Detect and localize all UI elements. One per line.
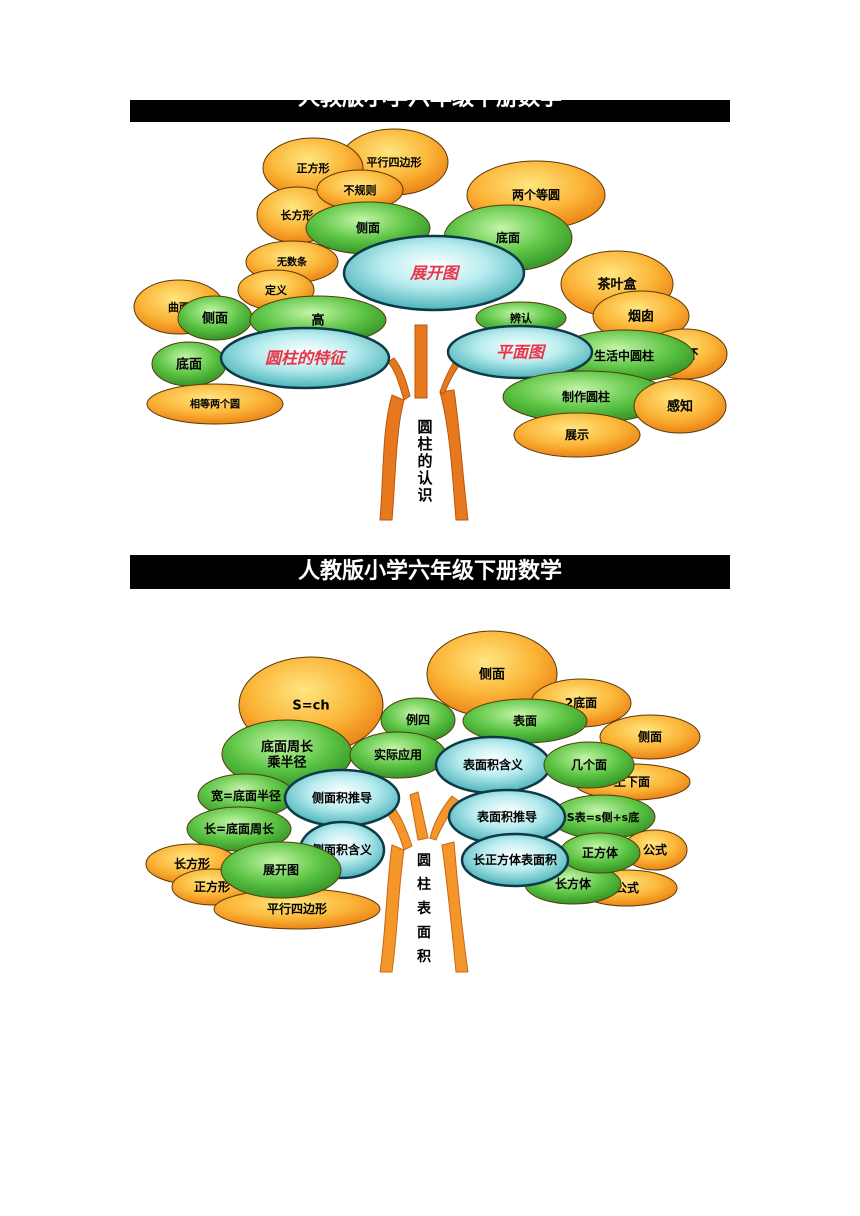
t2-label-few-faces: 几个面 [571,757,607,772]
t1-node-perceive: 感知 [633,378,727,434]
mindmap-tree-cylinder-intro: 平行四边形正方形长方形不规则两个等圆底面侧面无数条定义展开图曲面侧面高底面相等两… [133,128,728,521]
t2-oval-unfold [220,841,342,899]
t1-oval-perceive [633,378,727,434]
trunk-char: 圆 [417,853,431,869]
t2-label-application: 实际应用 [374,747,422,762]
t2-node-surf-derive: 表面积推导 [447,788,567,846]
trunk-char: 圆 [417,418,432,436]
t1-label-equal-circles: 相等两个圆 [190,398,240,411]
t1-node-chimney: 烟囱 [592,290,690,342]
t2-node-side-r: 侧面 [599,714,701,760]
t2-node-parallelogram: 平行四边形 [213,888,381,930]
trunk-char: 柱 [417,435,432,453]
t1-label-square: 正方形 [297,161,330,175]
trunk-char: 识 [417,486,432,504]
t2-label-perim-radius: 底面周长乘半径 [261,739,314,771]
t1-label-tea-box: 茶叶盒 [597,277,637,293]
t1-node-equal-circles: 相等两个圆 [146,383,284,425]
t2-label-example4: 例四 [406,712,430,727]
t2-label-formula1: 公式 [643,842,667,857]
t2-node-cube: 正方体 [559,832,641,874]
trunk-char: 面 [417,925,431,941]
t2-label-meaning: 表面积含义 [462,757,524,772]
t2-node-formula1: 公式 [622,829,688,871]
trunk-char: 的 [417,452,432,470]
t1-node-irregular: 不规则 [316,169,404,211]
trunk-char: 积 [417,948,431,965]
bottom-banner: 人教版小学六年级下册数学 [130,555,730,589]
t1-label-parallelogram: 平行四边形 [367,155,422,169]
t1-label-infinite: 无数条 [276,256,308,269]
t1-node-make: 制作圆柱 [502,370,670,424]
t1-node-base2: 底面 [151,341,227,387]
t1-label-side: 侧面 [356,220,380,235]
tree-trunk [379,324,469,521]
t1-label-identify: 辨认 [510,311,533,325]
t1-label-irregular: 不规则 [344,183,377,197]
t2-node-width-eq: 宽=底面半径 [197,773,295,819]
t2-node-meaning: 表面积含义 [434,735,552,795]
t2-label-unfold: 展开图 [263,863,299,877]
t2-label-cube: 正方体 [582,845,619,860]
t1-node-show: 展示 [513,412,641,458]
t1-label-two-circles: 两个等圆 [512,187,560,202]
t1-label-make: 制作圆柱 [562,389,610,404]
t2-label-rect: 长方形 [174,856,210,871]
t1-label-chimney: 烟囱 [628,309,654,325]
t2-label-side-top: 侧面 [479,667,505,683]
t2-node-few-faces: 几个面 [543,741,635,789]
t1-label-rectangle: 长方形 [281,208,314,222]
top-banner: 人教版小学六年级下册数学 [130,100,730,122]
t2-label-surf-derive: 表面积推导 [476,809,537,824]
t1-label-plane: 平面图 [496,343,547,362]
t2-label-s-ch: S=ch [292,699,329,714]
t2-node-lat-derive: 侧面积推导 [283,768,401,828]
t2-oval-cuboid-surf [460,832,570,888]
t2-label-len-eq: 长=底面周长 [204,821,275,836]
t2-label-parallelogram: 平行四边形 [267,901,327,916]
t1-oval-show [513,412,641,458]
t1-label-show: 展示 [565,428,589,442]
t2-label-square: 正方形 [194,879,230,894]
t1-label-base2: 底面 [176,357,202,373]
t1-node-unfold: 展开图 [342,234,526,312]
t2-label-cuboid-surf: 长正方体表面积 [473,852,557,867]
t1-label-definition: 定义 [265,283,288,297]
t2-node-unfold: 展开图 [220,841,342,899]
t2-label-lat-derive: 侧面积推导 [312,790,372,805]
t1-label-side2: 侧面 [202,311,228,327]
t1-label-unfold: 展开图 [409,264,461,283]
t2-label-s-formula: S表=s侧+s底 [567,810,639,824]
t2-label-surface: 表面 [512,713,537,728]
t1-label-base: 底面 [496,230,520,245]
t1-label-perceive: 感知 [667,399,693,415]
t2-label-width-eq: 宽=底面半径 [210,788,281,803]
trunk-char: 认 [417,469,433,487]
t2-label-side-r: 侧面 [638,729,662,744]
trunk-char: 表 [416,900,432,917]
t2-label-cuboid: 长方体 [555,876,592,891]
t2-label-two-base: 2底面 [565,695,597,710]
t1-oval-plane [446,324,594,380]
t1-label-life: 生活中圆柱 [594,348,654,363]
t1-oval-features [219,326,391,390]
t1-oval-unfold [342,234,526,312]
t2-oval-side-r [599,714,701,760]
t1-oval-equal-circles [146,383,284,425]
t2-node-application: 实际应用 [349,731,447,779]
t1-node-features: 圆柱的特征 [219,326,391,390]
trunk-char: 柱 [417,876,431,893]
t1-label-features: 圆柱的特征 [265,349,348,368]
t1-label-height: 高 [311,313,324,329]
t1-node-plane: 平面图 [446,324,594,380]
t2-oval-few-faces [543,741,635,789]
t2-node-cuboid-surf: 长正方体表面积 [460,832,570,888]
